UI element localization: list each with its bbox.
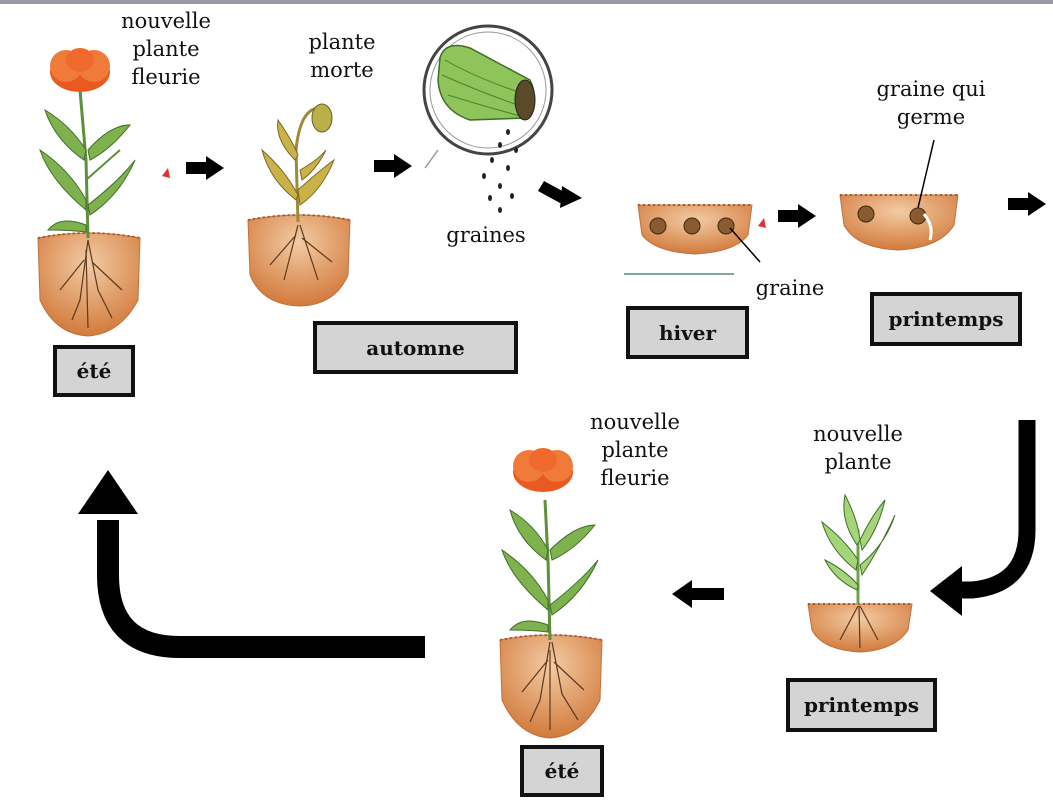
small-markers (162, 168, 766, 228)
seed-capsule-magnifier (422, 24, 554, 169)
label-germinating-seed: graine qui germe (876, 77, 986, 129)
arrow-right-3 (778, 204, 816, 228)
season-box-spring-top: printemps (870, 292, 1022, 346)
curved-arrow-down-head (930, 566, 962, 616)
flowering-plant-summer-bottom (499, 448, 603, 739)
poppy-flower (513, 448, 573, 492)
season-box-winter: hiver (626, 306, 749, 359)
germinating-soil (839, 139, 959, 251)
curved-arrow-down (950, 420, 1036, 599)
dead-plant-autumn (247, 103, 351, 307)
season-box-autumn: automne (313, 321, 518, 374)
falling-seeds (482, 129, 518, 213)
season-box-summer-bottom: été (520, 745, 604, 797)
label-top-flower: nouvelle plante fleurie (121, 9, 211, 89)
arrows (186, 154, 1046, 608)
poppy-flower (50, 48, 110, 92)
winter-soil (624, 204, 761, 275)
curved-arrow-up-head (78, 470, 138, 514)
label-seeds: graines (446, 223, 526, 247)
arrow-right-1 (186, 156, 224, 180)
flowering-plant-summer (37, 48, 141, 337)
label-bottom-flower: nouvelle plante fleurie (590, 410, 680, 490)
top-border (0, 0, 1053, 4)
season-box-summer-top: été (53, 345, 135, 397)
label-seed: graine (755, 276, 825, 300)
arrow-right-4 (1008, 192, 1046, 216)
season-box-spring-bottom: printemps (786, 678, 937, 732)
arrow-right-2 (374, 154, 412, 178)
label-young-plant: nouvelle plante (813, 422, 903, 474)
label-dead-plant: plante morte (308, 30, 376, 82)
curved-arrow-up (97, 520, 425, 658)
arrow-left-small (672, 580, 724, 608)
arrow-diagonal (538, 181, 582, 208)
young-plant (807, 493, 913, 653)
